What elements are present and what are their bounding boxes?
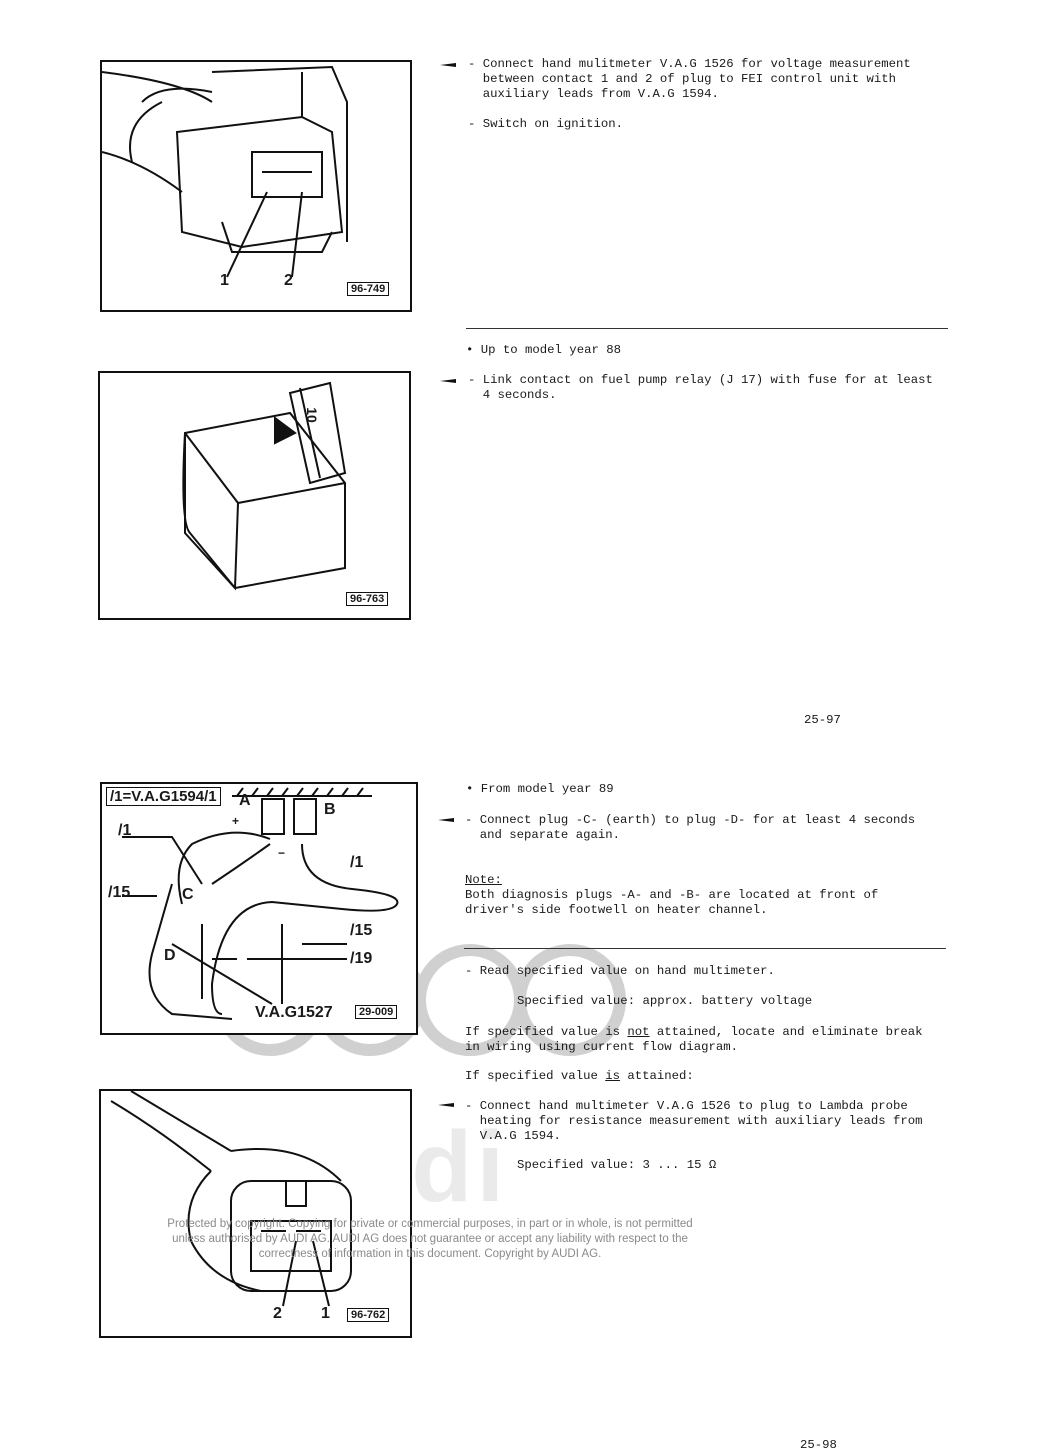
plug-label-c: C: [182, 886, 194, 903]
instruction-step: - Link contact on fuel pump relay (J 17)…: [468, 373, 933, 402]
lead-label: /15: [108, 884, 131, 901]
plug-illustration: [102, 65, 348, 278]
lead-label: /15: [350, 922, 373, 939]
arrow-pointer-icon: [438, 1103, 454, 1107]
page-number: 25-98: [800, 1438, 837, 1450]
lead-label: /1: [118, 822, 132, 839]
specified-value: Specified value: 3 ... 15 Ω: [517, 1158, 717, 1172]
page-number: 25-97: [804, 713, 841, 727]
relay-illustration: [182, 381, 347, 591]
minus-label: −: [278, 846, 286, 860]
instruction-step: - Switch on ignition.: [468, 117, 623, 131]
figure-fei-plug: 1 2 96-749: [100, 60, 412, 312]
figure-number: 96-762: [347, 1308, 390, 1322]
tool-label: V.A.G1527: [255, 1004, 333, 1021]
lead-label: /1: [350, 854, 364, 871]
divider: [464, 948, 946, 949]
figure-diagnosis-plugs: /1=V.A.G1594/1 A B + − /1 /1 /15 C /15 D…: [100, 782, 418, 1035]
contact-label-2: 2: [284, 272, 293, 289]
bullet-heading: • From model year 89: [466, 782, 614, 796]
note: Note: Both diagnosis plugs -A- and -B- a…: [465, 873, 879, 917]
plug-label-b: B: [324, 801, 336, 818]
condition-text: If specified value is attained:: [465, 1069, 694, 1083]
plug-label-d: D: [164, 947, 176, 964]
lead-label: /19: [350, 950, 373, 967]
copyright-watermark: Protected by copyright. Copying for priv…: [167, 1218, 693, 1260]
instruction-step: - Read specified value on hand multimete…: [465, 964, 775, 978]
figure-lambda-probe-plug: 2 1 96-762: [99, 1089, 412, 1338]
figure-number: 96-763: [346, 592, 389, 606]
contact-label-1: 1: [321, 1305, 330, 1322]
lambda-plug-illustration: [110, 1091, 352, 1307]
figure-number: 96-749: [347, 282, 390, 296]
specified-value: Specified value: approx. battery voltage: [517, 994, 813, 1008]
contact-label-1: 1: [220, 272, 229, 289]
wiring-illustration: [122, 787, 399, 1020]
figure-number: 29-009: [355, 1005, 398, 1019]
arrow-pointer-icon: [440, 379, 456, 383]
instruction-step: - Connect hand multimeter V.A.G 1526 to …: [465, 1099, 923, 1143]
arrow-pointer-icon: [440, 63, 456, 67]
plug-label-a: A: [239, 792, 251, 809]
arrow-pointer-icon: [438, 818, 454, 822]
instruction-step: - Connect hand mulitmeter V.A.G 1526 for…: [468, 57, 911, 101]
figure-fuel-pump-relay: 10 96-763: [98, 371, 411, 620]
instruction-step: - Connect plug -C- (earth) to plug -D- f…: [465, 813, 916, 842]
condition-text: If specified value is not attained, loca…: [465, 1025, 923, 1054]
contact-label-2: 2: [273, 1305, 282, 1322]
bullet-heading: • Up to model year 88: [466, 343, 621, 357]
plus-label: +: [232, 814, 240, 828]
fuse-label: 10: [303, 407, 320, 423]
divider: [466, 328, 948, 329]
figure-title: /1=V.A.G1594/1: [106, 787, 221, 806]
